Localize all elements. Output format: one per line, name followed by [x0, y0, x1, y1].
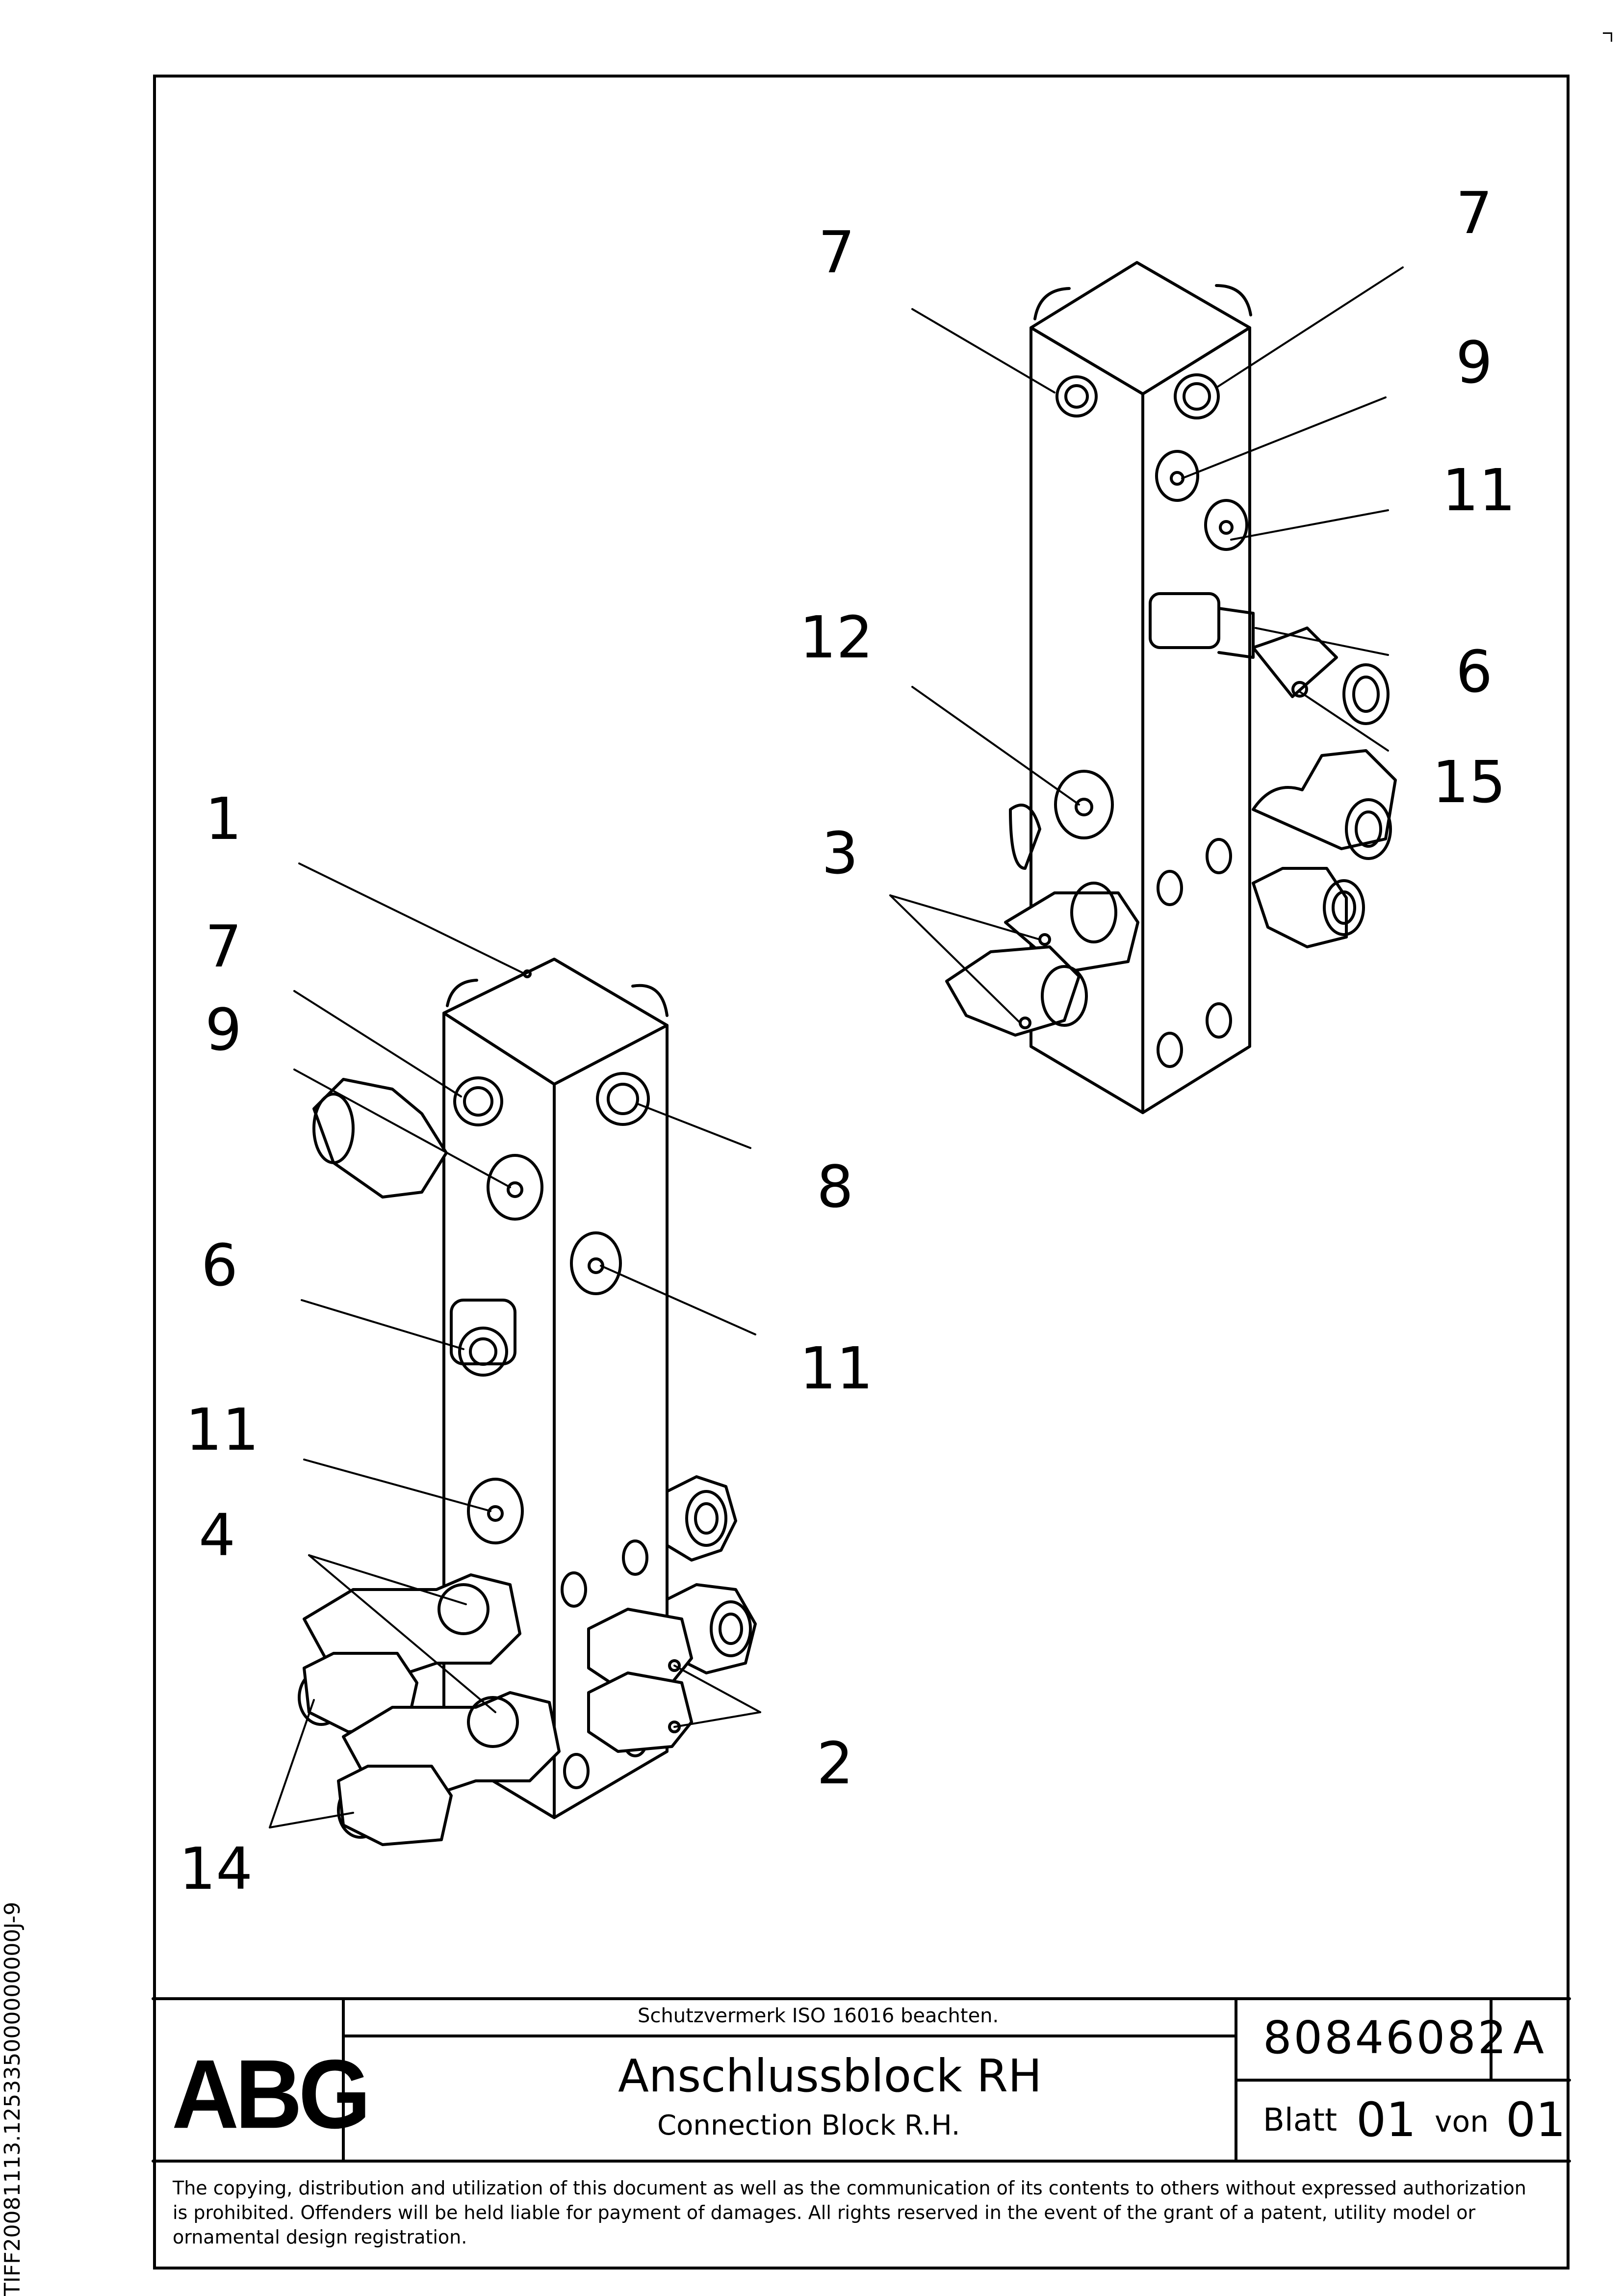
callout-11-left: 11	[185, 1396, 259, 1463]
callout-6-right: 6	[1456, 638, 1493, 705]
title-block-lines	[152, 1997, 1571, 2163]
callout-12-right: 12	[799, 603, 874, 671]
title-english: Connection Block R.H.	[657, 2110, 960, 2141]
title-german: Anschlussblock RH	[618, 2050, 1042, 2102]
callout-7-right-right: 7	[1456, 179, 1493, 247]
drawing-number: 80846082	[1263, 2011, 1509, 2064]
left-connection-block	[298, 958, 757, 1846]
right-connection-block	[945, 261, 1397, 1114]
callout-15-right: 15	[1432, 748, 1506, 816]
callout-1-left: 1	[205, 785, 242, 853]
callout-7-right-left: 7	[818, 218, 855, 286]
leader-lines	[269, 266, 1404, 1828]
callout-4-left: 4	[199, 1501, 236, 1569]
sheet-label: Blatt	[1263, 2102, 1338, 2139]
of-label: von	[1435, 2105, 1489, 2139]
callout-7-left: 7	[205, 913, 242, 980]
sheet-total: 01	[1506, 2092, 1566, 2147]
revision-letter: A	[1513, 2011, 1544, 2064]
callout-2-left: 2	[817, 1729, 854, 1797]
callout-9-left: 9	[205, 996, 242, 1064]
callout-11-left-right: 11	[799, 1334, 874, 1402]
callout-9-right: 9	[1456, 329, 1493, 396]
callout-3-right: 3	[822, 819, 859, 887]
protection-note: Schutzvermerk ISO 16016 beachten.	[638, 2005, 999, 2027]
corner-mark	[1603, 32, 1612, 42]
callout-11-right: 11	[1442, 456, 1516, 524]
sheet-number: 01	[1356, 2092, 1416, 2147]
abg-logo: ABG	[172, 2039, 371, 2149]
copyright-disclaimer: The copying, distribution and utilizatio…	[173, 2177, 1526, 2248]
callout-8-left: 8	[817, 1153, 854, 1221]
callout-14-left: 14	[179, 1835, 253, 1903]
drawing-frame	[153, 75, 1570, 2270]
callout-6-left: 6	[201, 1231, 238, 1299]
